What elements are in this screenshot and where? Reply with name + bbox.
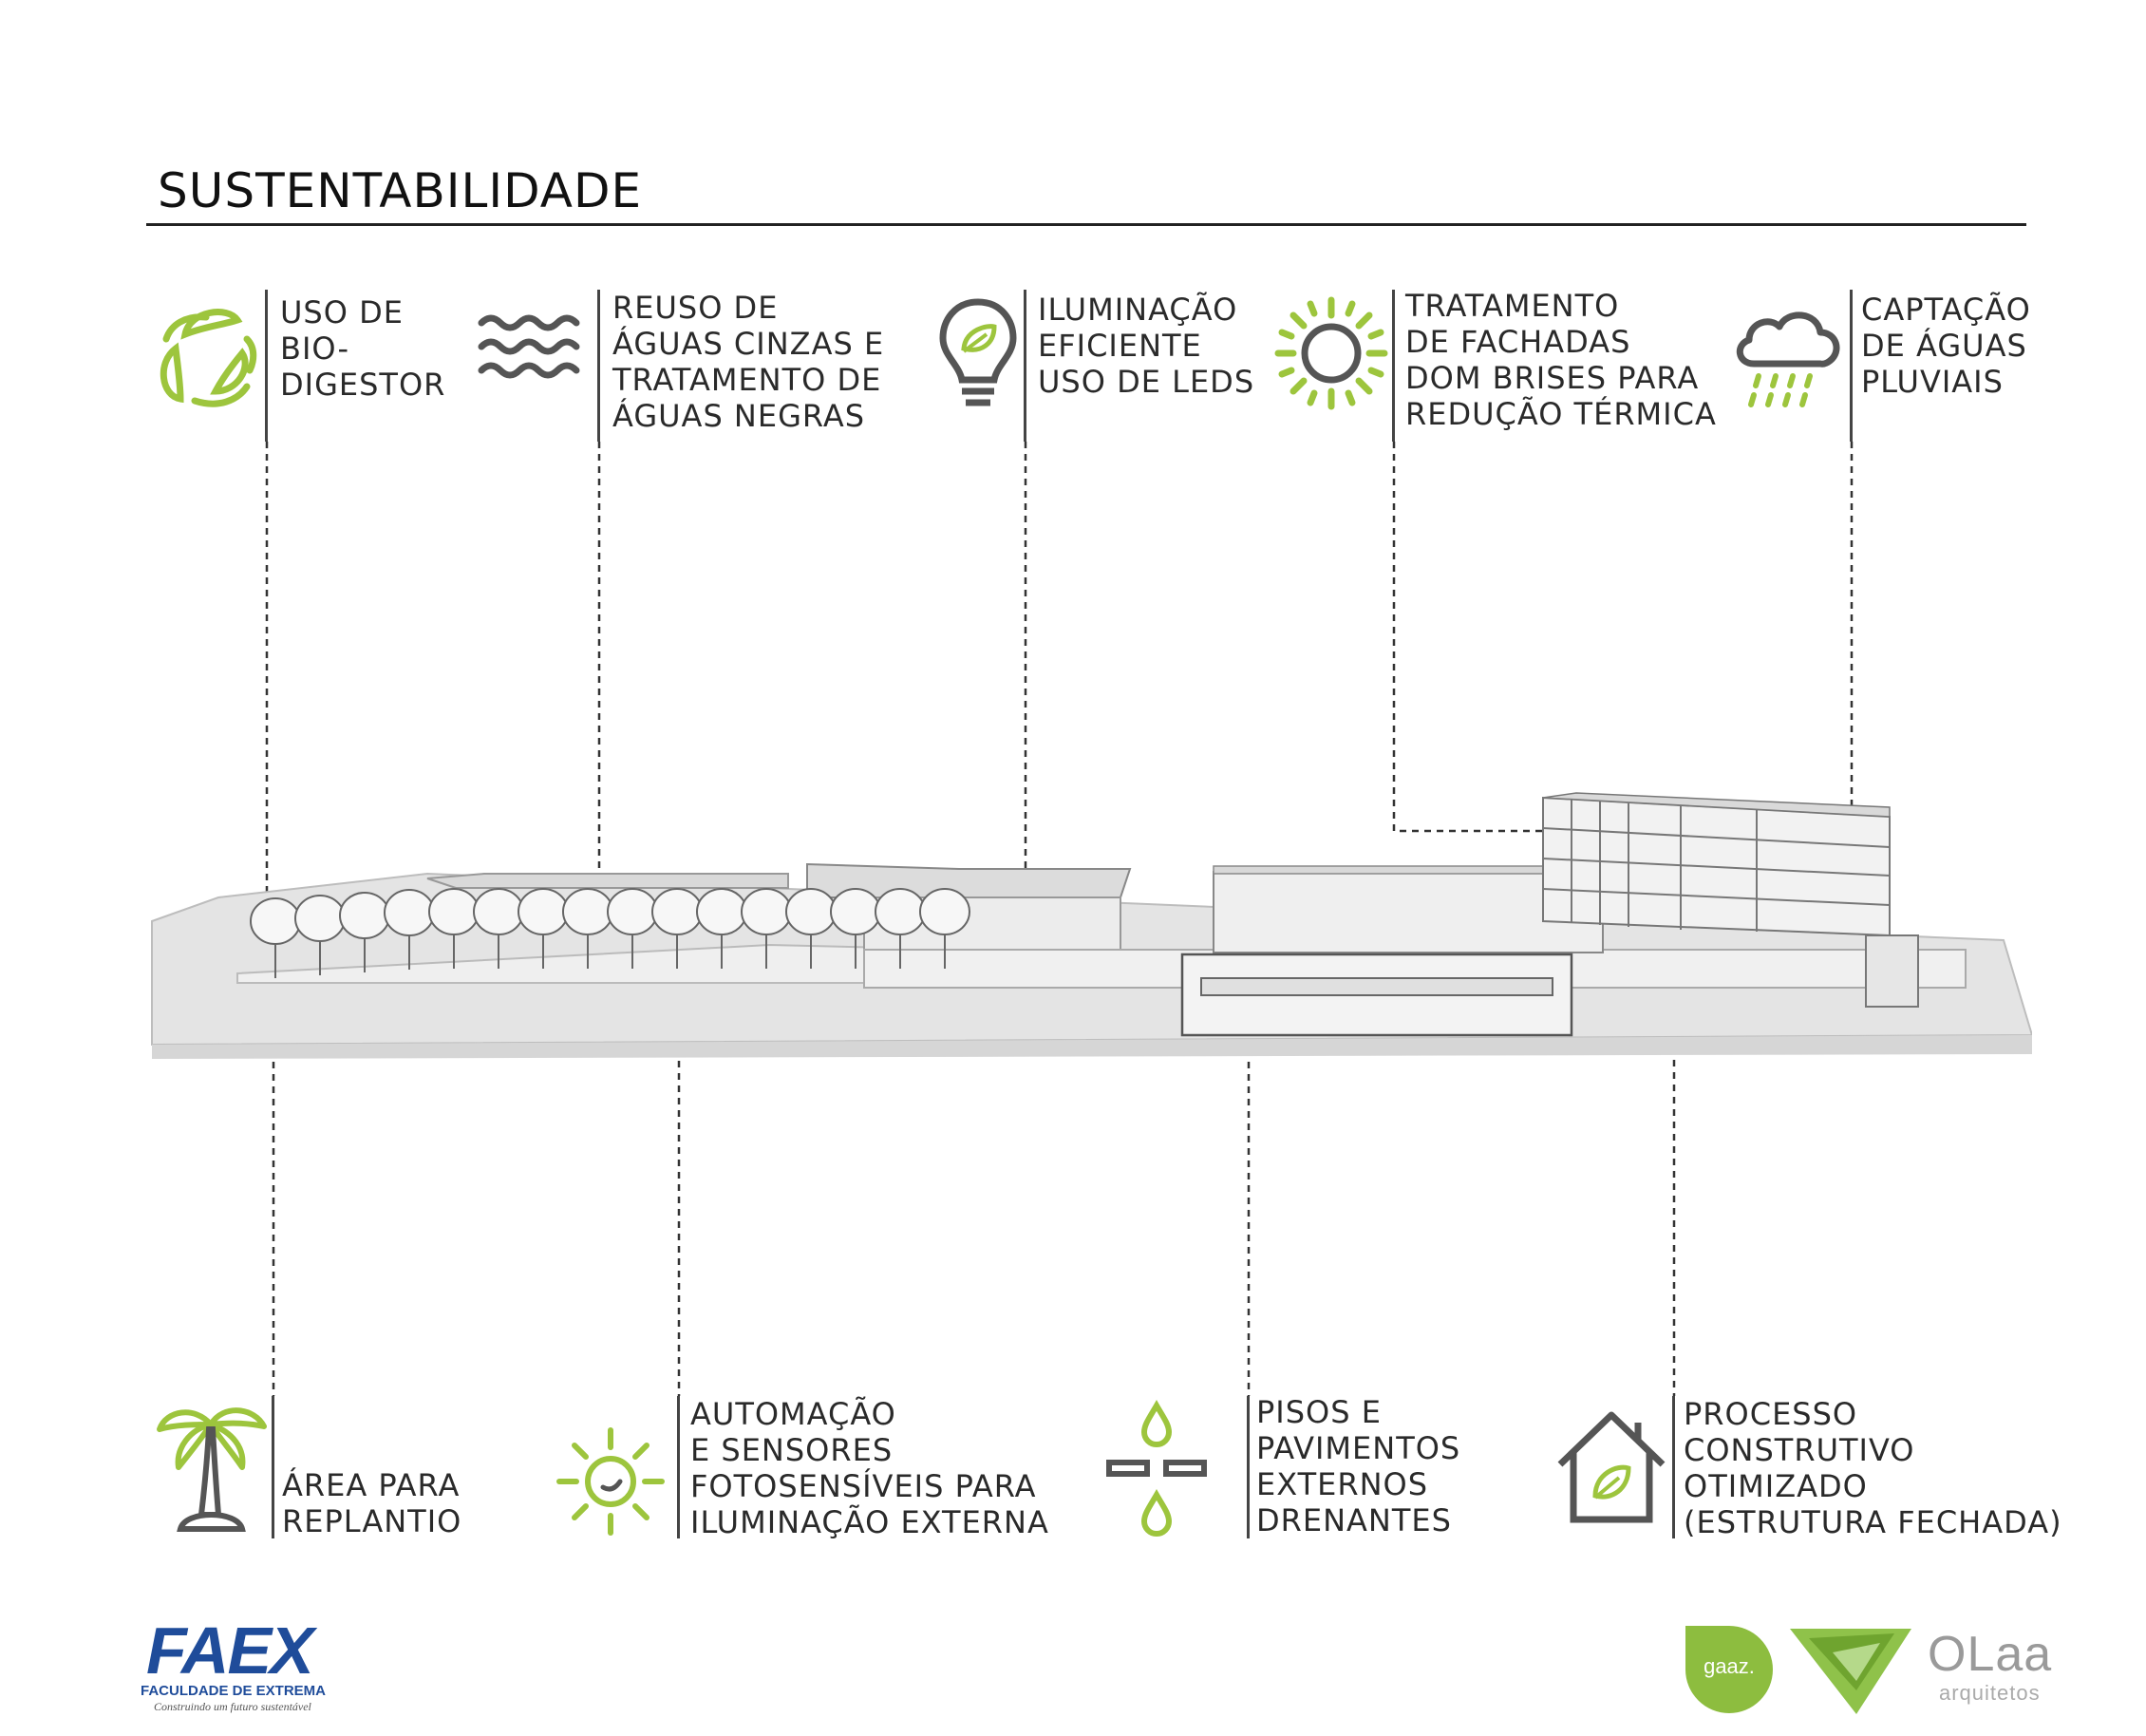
- model-tree-crown: [651, 888, 703, 935]
- feature-automation: [554, 1425, 668, 1538]
- feature-label-automation: AUTOMAÇÃO E SENSORES FOTOSENSÍVEIS PARA …: [690, 1396, 1049, 1540]
- feature-label-water-reuse: REUSO DE ÁGUAS CINZAS E TRATAMENTO DE ÁG…: [612, 290, 885, 434]
- feature-replanting: [152, 1396, 271, 1538]
- lightbulb-leaf-icon: [939, 298, 1017, 406]
- feature-divider: [265, 290, 268, 442]
- model-tree-crown: [294, 895, 346, 942]
- olaa-logo-mark: [1790, 1629, 1911, 1714]
- sun-sensor-icon: [556, 1427, 665, 1536]
- gaaz-logo: gaaz.: [1685, 1626, 1773, 1713]
- feature-label-facade: TRATAMENTO DE FACHADAS DOM BRISES PARA R…: [1405, 288, 1717, 432]
- water-waves-icon: [478, 314, 580, 379]
- olaa-logo-subtitle: arquitetos: [1939, 1681, 2041, 1705]
- model-tree-crown: [384, 889, 435, 936]
- feature-divider: [1672, 1396, 1675, 1538]
- feature-label-lighting: ILUMINAÇÃO EFICIENTE USO DE LEDS: [1038, 292, 1255, 400]
- faex-logo-tagline: Construindo um futuro sustentável: [154, 1700, 311, 1713]
- feature-divider: [1024, 290, 1026, 442]
- model-tree-crown: [741, 888, 792, 935]
- model-tree-crown: [473, 888, 524, 935]
- faex-logo: FAEX FACULDADE DE EXTREMA Construindo um…: [123, 1603, 361, 1736]
- house-leaf-icon: [1557, 1411, 1666, 1523]
- feature-label-rainwater: CAPTAÇÃO DE ÁGUAS PLUVIAIS: [1861, 292, 2031, 400]
- sun-icon: [1274, 296, 1388, 410]
- model-tree-crown: [339, 892, 390, 939]
- model-tree-crown: [428, 888, 480, 935]
- feature-biodigestor: [147, 296, 261, 410]
- feature-divider: [677, 1396, 680, 1538]
- feature-water-reuse: [477, 309, 591, 394]
- gaaz-logo-text: gaaz.: [1704, 1654, 1755, 1678]
- feature-divider: [1247, 1396, 1250, 1538]
- model-tree-crown: [696, 888, 747, 935]
- feature-label-drainage: PISOS E PAVIMENTOS EXTERNOS DRENANTES: [1256, 1394, 1461, 1538]
- olaa-logo-wordmark: OLaa: [1928, 1627, 2053, 1682]
- feature-divider: [1850, 290, 1853, 442]
- model-tree-crown: [607, 888, 658, 935]
- feature-rainwater: [1730, 302, 1849, 421]
- feature-drainage: [1104, 1398, 1209, 1540]
- model-tree-crown: [875, 888, 926, 935]
- model-tree-crown: [518, 888, 569, 935]
- feature-label-biodigestor: USO DE BIO- DIGESTOR: [280, 294, 446, 403]
- faex-logo-subtitle: FACULDADE DE EXTREMA: [141, 1683, 327, 1699]
- feature-label-construction: PROCESSO CONSTRUTIVO OTIMIZADO (ESTRUTUR…: [1684, 1396, 2062, 1540]
- feature-divider: [1392, 290, 1395, 442]
- feature-lighting: [935, 296, 1021, 415]
- feature-facade: [1272, 294, 1391, 413]
- feature-divider: [597, 290, 600, 442]
- feature-divider: [272, 1396, 274, 1538]
- model-tree-crown: [250, 897, 301, 945]
- rain-cloud-icon: [1737, 311, 1840, 407]
- model-tree-crown: [919, 888, 970, 935]
- faex-logo-wordmark: FAEX: [146, 1613, 314, 1688]
- title-divider: [146, 223, 2026, 226]
- model-tree-crown: [562, 888, 613, 935]
- campus-building-model: [151, 792, 2032, 1059]
- feature-construction: [1553, 1406, 1671, 1529]
- model-tree-crown: [785, 888, 837, 935]
- leader-line: [1392, 442, 1543, 833]
- palm-tree-icon: [157, 1407, 267, 1532]
- feature-label-replanting: ÁREA PARA REPLANTIO: [282, 1467, 462, 1539]
- page-title: SUSTENTABILIDADE: [158, 163, 643, 218]
- recycle-leaves-icon: [160, 309, 257, 407]
- model-tree-crown: [830, 888, 881, 935]
- drain-drops-icon: [1106, 1400, 1207, 1537]
